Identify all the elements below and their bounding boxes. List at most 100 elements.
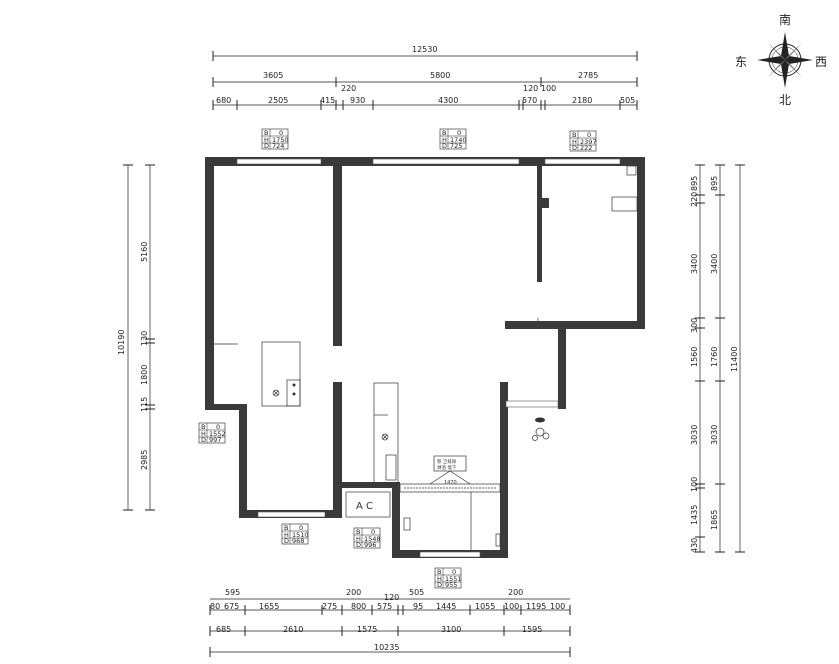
- dim-bot-2-5: 800: [351, 602, 366, 611]
- window-top-right: [544, 158, 621, 165]
- dim-right-a6: 3030: [690, 425, 699, 445]
- svg-text:1548: 1548: [364, 535, 381, 543]
- dim-left-5: 2985: [140, 450, 149, 470]
- svg-text:1740: 1740: [450, 136, 467, 144]
- svg-text:0: 0: [452, 568, 456, 576]
- svg-text:725: 725: [450, 142, 462, 150]
- dim-bot-1-c: 120: [384, 593, 399, 602]
- svg-text:H: H: [264, 136, 269, 144]
- bath-width-label: 1470: [444, 480, 457, 486]
- kitchen-counter: [611, 196, 638, 212]
- svg-text:B: B: [437, 568, 441, 576]
- svg-text:968: 968: [292, 537, 304, 545]
- window-top-center: [372, 158, 520, 165]
- svg-text:0: 0: [587, 131, 591, 139]
- dim-top-3-9: 100: [541, 84, 556, 93]
- svg-text:B: B: [264, 129, 268, 137]
- window-bottom-bedroom: [257, 511, 326, 518]
- dim-bot-2-6: 575: [377, 602, 392, 611]
- entrance-icon: [532, 417, 550, 441]
- svg-text:0: 0: [216, 423, 220, 431]
- svg-text:1552: 1552: [209, 430, 226, 438]
- compass-south-label: 南: [779, 12, 791, 27]
- dim-top-3-11: 505: [620, 96, 635, 105]
- dim-top-3-8: 570: [522, 96, 537, 105]
- svg-text:1510: 1510: [292, 531, 309, 539]
- dim-top-2-c: 2785: [578, 71, 598, 80]
- svg-text:B: B: [442, 129, 446, 137]
- dim-bot-2-12: 100: [550, 602, 565, 611]
- dim-bot-3-2: 2610: [283, 625, 303, 634]
- svg-text:B: B: [201, 423, 205, 431]
- svg-text:H: H: [572, 138, 577, 146]
- dim-right-b3: 1760: [710, 347, 719, 367]
- dim-top-3-4: 220: [341, 84, 356, 93]
- dim-bot-2-7: 95: [413, 602, 423, 611]
- dim-bot-1-a: 595: [225, 588, 240, 597]
- svg-text:1551: 1551: [445, 575, 462, 583]
- dim-bot-2-3: 1655: [259, 602, 279, 611]
- dim-top-3-6: 4300: [438, 96, 458, 105]
- dim-right-a9: 430: [690, 538, 699, 553]
- dim-right-a1: 895: [690, 176, 699, 191]
- svg-text:996: 996: [364, 541, 376, 549]
- bath-fixture-strip: [399, 483, 501, 493]
- corner-column: [626, 165, 637, 176]
- compass-east-label: 东: [735, 55, 747, 69]
- dim-right-total: 11400: [730, 347, 739, 372]
- window-top-left: [236, 158, 322, 165]
- dim-bot-1-d: 505: [409, 588, 424, 597]
- svg-text:0: 0: [371, 528, 375, 536]
- dim-left-4: 115: [140, 397, 149, 412]
- dim-right-a8: 1435: [690, 505, 699, 525]
- dim-bot-2-9: 1055: [475, 602, 495, 611]
- dim-top-3-3: 415: [320, 96, 335, 105]
- windows: [236, 158, 621, 558]
- svg-text:B: B: [284, 524, 288, 532]
- ac-unit: [345, 491, 391, 518]
- ac-label: A C: [356, 501, 373, 512]
- svg-text:B: B: [572, 131, 576, 139]
- dim-right-a3: 3400: [690, 254, 699, 274]
- dim-bot-3-1: 685: [216, 625, 231, 634]
- dim-right-b1: 895: [710, 176, 719, 191]
- svg-text:H: H: [284, 531, 289, 539]
- walls: [205, 157, 645, 558]
- bottom-dimensions: 595 200 120 505 200 80 675 1655 275 800 …: [209, 588, 571, 657]
- laundry-room: [373, 382, 399, 484]
- svg-text:H: H: [442, 136, 447, 144]
- window-right-balcony: [505, 400, 559, 408]
- wardrobe: [261, 341, 301, 407]
- compass-north-label: 北: [779, 93, 791, 107]
- svg-text:D: D: [264, 142, 269, 150]
- compass-rose: 南 东 西 北: [735, 12, 827, 107]
- dim-bot-total: 10235: [374, 643, 399, 652]
- svg-text:H: H: [201, 430, 206, 438]
- svg-text:H: H: [437, 575, 442, 583]
- svg-text:D: D: [284, 537, 289, 545]
- dim-top-2-b: 5800: [430, 71, 450, 80]
- svg-text:D: D: [442, 142, 447, 150]
- bath-note-2: 淋浴 墙下: [437, 464, 457, 471]
- compass-west-label: 西: [815, 55, 827, 69]
- dim-top-3-1: 680: [216, 96, 231, 105]
- dim-bot-2-2: 675: [224, 602, 239, 611]
- dim-right-a4: 300: [690, 318, 699, 333]
- dim-top-2-a: 3605: [263, 71, 283, 80]
- top-dimensions: 12530 3605 5800 2785 680 2505 415 220 93…: [212, 45, 638, 110]
- dim-bot-2-8: 1445: [436, 602, 456, 611]
- dim-bot-2-10: 100: [504, 602, 519, 611]
- left-dimensions: 10190 5160 130 1800 115 2985: [117, 164, 155, 511]
- svg-text:D: D: [356, 541, 361, 549]
- dim-top-3-10: 2180: [572, 96, 592, 105]
- dim-right-b4: 3030: [710, 425, 719, 445]
- svg-text:H: H: [356, 535, 361, 543]
- svg-text:997: 997: [209, 436, 221, 444]
- dim-left-1: 5160: [140, 242, 149, 262]
